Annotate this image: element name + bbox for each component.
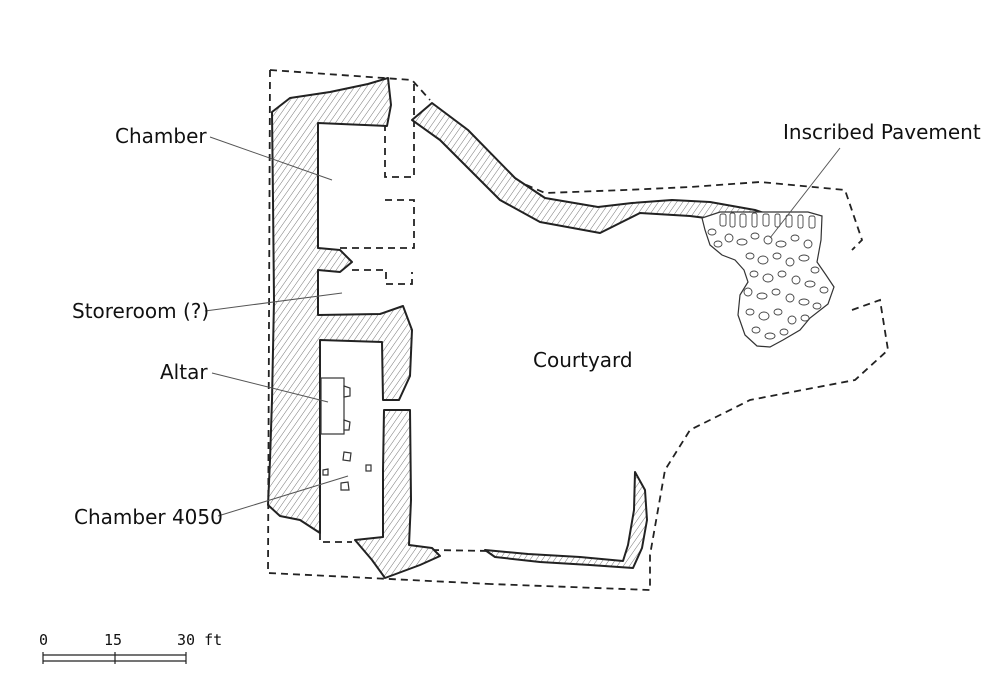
label-storeroom: Storeroom (?) (72, 299, 209, 323)
scale-tick-15: 15 (104, 631, 122, 649)
scale-bar: 0 15 30 ft (39, 631, 222, 664)
label-courtyard: Courtyard (533, 348, 633, 372)
altar-features (320, 377, 372, 491)
label-altar: Altar (160, 360, 208, 384)
scale-tick-30: 30 ft (177, 631, 222, 649)
label-inscribed-pavement: Inscribed Pavement (783, 120, 981, 144)
reconstructed-walls (267, 69, 889, 591)
label-chamber-4050: Chamber 4050 (74, 505, 223, 529)
altar (320, 377, 345, 435)
inscribed-pavement (701, 211, 835, 348)
scale-tick-0: 0 (39, 631, 48, 649)
label-chamber: Chamber (115, 124, 207, 148)
pavement-stones (707, 212, 829, 340)
excavated-walls (267, 77, 771, 579)
leader-lines (204, 136, 841, 517)
